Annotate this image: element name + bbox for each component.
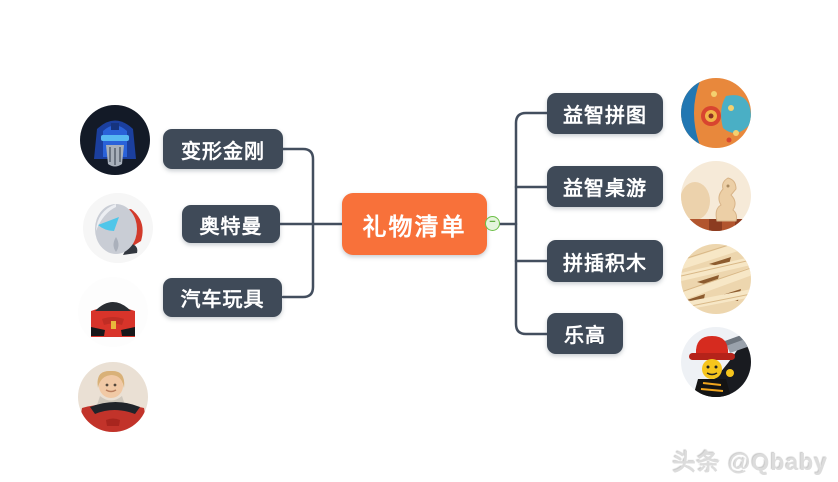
ultraman-photo [83, 193, 153, 263]
jigsaw-puzzle-photo [681, 78, 751, 148]
node-car-toys[interactable]: 汽车玩具 [163, 278, 282, 317]
watermark-text: 头条 @Qbaby [672, 449, 828, 475]
node-board-game[interactable]: 益智桌游 [547, 166, 663, 207]
optimus-prime-photo [80, 105, 150, 175]
node-building-blocks[interactable]: 拼插积木 [547, 240, 663, 282]
collapse-button[interactable]: − [485, 216, 500, 231]
red-car-photo [78, 277, 148, 347]
node-gift-list[interactable]: 礼物清单 [342, 193, 487, 255]
node-ultraman[interactable]: 奥特曼 [182, 205, 280, 243]
child-with-car-photo [78, 362, 148, 432]
lego-minifigure-photo [681, 327, 751, 397]
board-game-photo [681, 161, 751, 231]
node-lego[interactable]: 乐高 [547, 313, 623, 354]
node-transformers[interactable]: 变形金刚 [163, 129, 283, 169]
wooden-blocks-photo [681, 244, 751, 314]
right-trunk-line [514, 111, 549, 336]
node-puzzle[interactable]: 益智拼图 [547, 93, 663, 134]
